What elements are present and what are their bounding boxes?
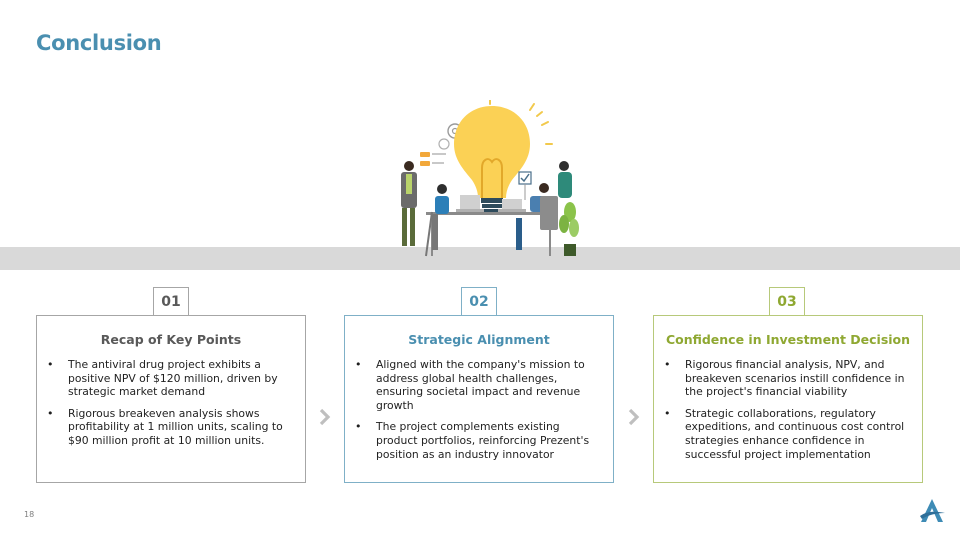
list-item: Aligned with the company's mission to ad… xyxy=(355,358,601,412)
chevron-right-icon xyxy=(319,408,331,426)
list-item: The antiviral drug project exhibits a po… xyxy=(47,358,293,399)
bullet-list: Aligned with the company's mission to ad… xyxy=(355,358,601,469)
card-title: Recap of Key Points xyxy=(100,332,242,347)
bullet-list: The antiviral drug project exhibits a po… xyxy=(47,358,293,456)
card-confidence: Confidence in Investment Decision Rigoro… xyxy=(653,315,923,483)
list-item: Rigorous financial analysis, NPV, and br… xyxy=(664,358,910,399)
step-number-02: 02 xyxy=(461,287,497,315)
company-logo xyxy=(920,499,945,522)
card-title: Confidence in Investment Decision xyxy=(665,332,911,347)
chevron-right-icon xyxy=(628,408,640,426)
page-number: 18 xyxy=(24,510,35,519)
step-number-01: 01 xyxy=(153,287,189,315)
team-lightbulb-illustration xyxy=(401,100,579,257)
card-title: Strategic Alignment xyxy=(408,332,550,347)
step-number-03: 03 xyxy=(769,287,805,315)
card-recap: Recap of Key Points The antiviral drug p… xyxy=(36,315,306,483)
bullet-list: Rigorous financial analysis, NPV, and br… xyxy=(664,358,910,469)
gray-band xyxy=(0,247,960,270)
slide-title: Conclusion xyxy=(36,31,162,55)
list-item: The project complements existing product… xyxy=(355,420,601,461)
card-strategic-alignment: Strategic Alignment Aligned with the com… xyxy=(344,315,614,483)
list-item: Strategic collaborations, regulatory exp… xyxy=(664,407,910,461)
list-item: Rigorous breakeven analysis shows profit… xyxy=(47,407,293,448)
